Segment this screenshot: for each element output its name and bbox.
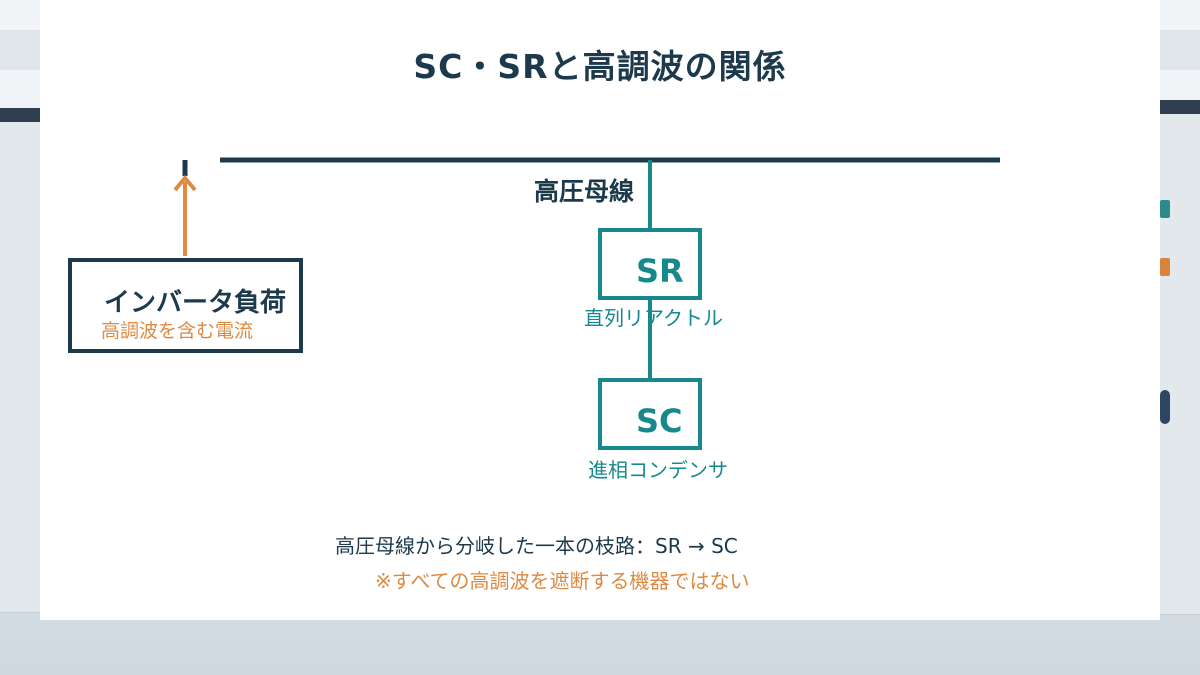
- branch-note: 高圧母線から分岐した一本の枝路：SR → SC: [335, 534, 738, 558]
- right-switchgear-cabinet: [1158, 100, 1200, 615]
- inverter-load-box: [68, 258, 303, 353]
- sc-name: 進相コンデンサ: [588, 458, 728, 482]
- cabinet-handle-icon: [1160, 390, 1170, 424]
- sr-name: 直列リアクトル: [584, 306, 723, 330]
- page-title: SC・SRと高調波の関係: [413, 47, 787, 86]
- bus-label: 高圧母線: [534, 177, 635, 206]
- sc-box: [598, 378, 702, 450]
- inverter-title: インバータ負荷: [104, 288, 287, 318]
- inverter-subtitle: 高調波を含む電流: [101, 320, 254, 342]
- sr-symbol: SR: [636, 252, 684, 290]
- caution-note: ※すべての高調波を遮断する機器ではない: [375, 569, 750, 593]
- orange-indicator-lamp-icon: [1160, 258, 1170, 276]
- harmonic-arrow-head-icon: [173, 174, 197, 192]
- teal-indicator-lamp-icon: [1160, 200, 1170, 218]
- sc-symbol: SC: [636, 402, 683, 440]
- sr-box: [598, 228, 702, 300]
